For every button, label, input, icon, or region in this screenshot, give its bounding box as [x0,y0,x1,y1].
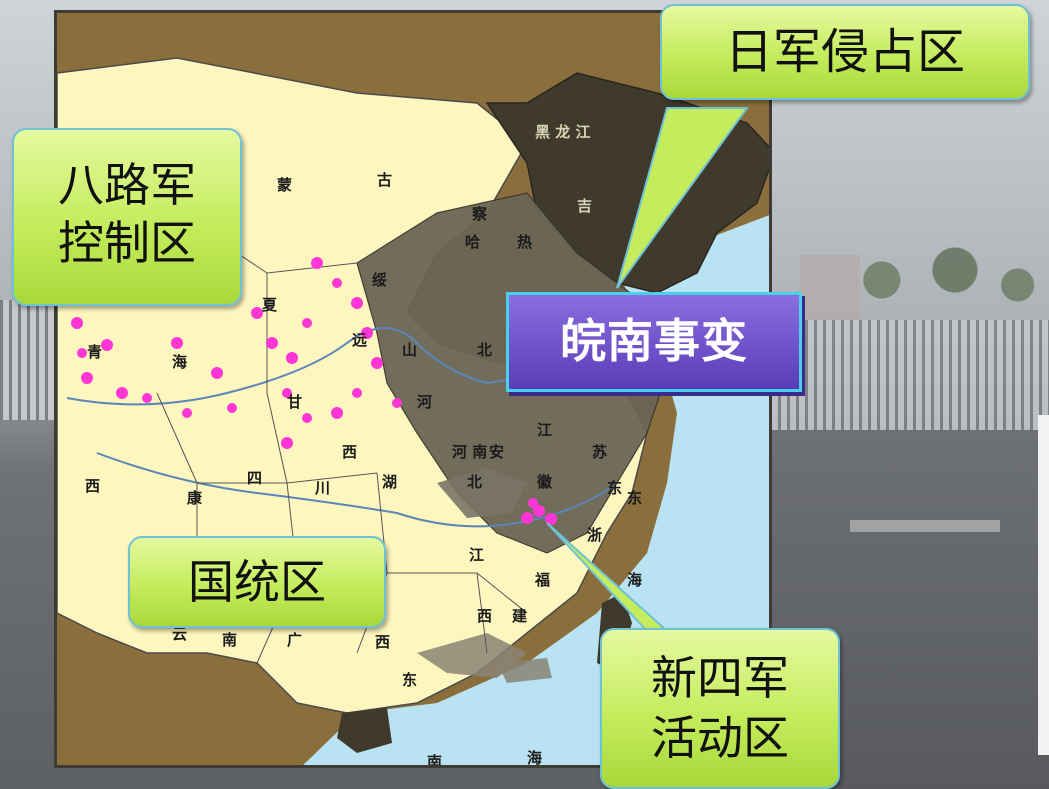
hainan-island [337,708,392,753]
callout-new-fourth: 新四军 活动区 [600,628,840,789]
callout-kmt-area-text: 国统区 [188,555,326,609]
label-donghai-hai: 海 [627,571,643,589]
label-chuan: 川 [315,479,331,497]
label-xi2: 西 [477,607,493,625]
mark [352,388,362,398]
label-meng: 蒙 [277,176,293,194]
label-jiang: 江 [537,421,553,439]
mark [302,413,312,423]
label-rehe: 热 [517,233,533,251]
mark [251,307,263,319]
label-su: 苏 [592,443,608,461]
mark [71,317,83,329]
mark [182,408,192,418]
label-nanhai-nan: 南 [427,753,443,768]
mark [521,512,533,524]
mark [528,498,538,508]
mark [81,372,93,384]
callout-eighth-route-line2: 控制区 [58,216,196,270]
label-hai: 海 [172,353,188,371]
mark [142,393,152,403]
mark [77,348,87,358]
background-fence [760,320,1049,430]
callout-eighth-route: 八路军 控制区 [12,128,242,306]
label-jian: 建 [512,607,528,625]
label-zhe: 浙 [587,526,603,544]
label-jilin: 吉 [577,197,593,215]
new-fourth-marks [521,498,557,525]
label-gu: 古 [377,171,393,189]
label-dong: 东 [607,479,623,497]
label-heilongjiang: 黑 龙 江 [535,123,591,141]
mark [101,339,113,351]
label-yun: 云 [172,625,188,643]
mark [171,337,183,349]
yellow-river [66,327,558,406]
mark [392,398,402,408]
label-bei: 北 [477,341,493,359]
label-qing: 青 [87,343,103,361]
background-wall [1038,415,1049,755]
callout-new-fourth-line2: 活动区 [651,711,789,765]
mark [116,387,128,399]
label-fu: 福 [535,571,551,589]
occupied-pointer [616,107,749,289]
mark [533,505,545,517]
mark [311,257,323,269]
label-shan-hebei: 河 [417,393,433,411]
label-donghai-dong: 东 [627,489,643,507]
mark [282,388,292,398]
callout-new-fourth-line1: 新四军 [651,651,789,705]
label-dong2: 东 [402,671,418,689]
label-nan: 南 [222,631,238,649]
label-guang: 广 [287,631,303,649]
mark [227,403,237,413]
mark [302,318,312,328]
mark [331,407,343,419]
label-sui: 绥 [372,271,388,289]
background-trees [840,220,1049,320]
label-gan: 甘 [287,393,303,411]
label-jiangxi: 江 [469,546,485,564]
label-an: 安 [489,443,505,461]
label-ha: 哈 [465,233,481,251]
label-chahar: 察 [472,205,488,223]
label-henan: 河 南 [452,443,488,461]
label-kang: 康 [187,489,203,507]
label-si: 四 [247,469,263,487]
label-xizang: 西 [85,477,101,495]
mark [371,357,383,369]
callout-kmt-area: 国统区 [128,536,386,628]
callout-japanese-occupied-text: 日军侵占区 [724,24,965,80]
mark [351,297,363,309]
mark [211,367,223,379]
mark [286,352,298,364]
label-xia: 夏 [262,296,278,314]
label-yuan: 远 [352,331,368,349]
label-xi3: 西 [375,633,391,651]
event-wannan-incident[interactable]: 皖南事变 [506,292,802,392]
mark [545,513,557,525]
occupied-patch-hk [497,658,552,683]
label-shanxi: 山 [402,341,418,359]
label-hui: 徽 [537,473,553,491]
occupied-patch-yangtze [437,468,527,518]
label-nanhai-hai: 海 [527,749,543,767]
road-marking [850,520,1000,532]
mark [281,437,293,449]
eighth-route-marks [71,257,402,449]
mark [361,327,373,339]
label-hu: 湖 [382,473,398,491]
callout-eighth-route-line1: 八路军 [58,158,196,212]
mark [266,337,278,349]
label-xi: 西 [342,443,358,461]
background-fence-left [0,300,60,420]
callout-japanese-occupied: 日军侵占区 [660,4,1030,100]
mark [332,278,342,288]
label-bei2: 北 [467,473,483,491]
